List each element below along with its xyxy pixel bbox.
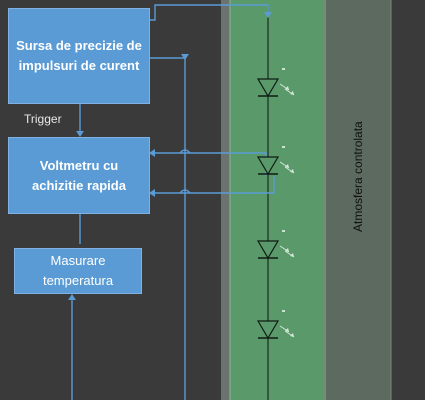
- led-3-mark: [282, 230, 285, 232]
- source-block-line2: impulsuri de curent: [18, 58, 140, 73]
- temperature-block[interactable]: Masurare temperatura: [14, 248, 142, 294]
- arrow-trigger: [76, 131, 84, 137]
- voltmeter-block-line1: Voltmetru cu: [39, 157, 119, 173]
- led-string: [256, 68, 295, 340]
- temperature-block-line1: Masurare: [50, 253, 106, 268]
- chamber-gray-zone: [326, 0, 391, 400]
- led-2-ray-head-1: [285, 164, 289, 168]
- temperature-block-line2: temperatura: [42, 273, 114, 288]
- led-3: [256, 230, 295, 260]
- led-4-mark: [282, 310, 285, 312]
- led-1-mark: [282, 68, 285, 70]
- hop-upper: [179, 149, 191, 154]
- led-4-diode: [256, 320, 280, 340]
- wire-hops: [179, 149, 191, 194]
- chamber-green-zone: [230, 0, 324, 400]
- led-2-ray-head-2: [290, 169, 294, 173]
- source-block-line1: Sursa de precizie de: [16, 38, 142, 53]
- led-4: [256, 310, 295, 340]
- led-1-ray-head-2: [290, 91, 294, 95]
- wire-source-to-leds: [150, 4, 269, 21]
- led-4-ray-head-2: [290, 333, 294, 337]
- led-3-ray-head-1: [285, 248, 289, 252]
- arrow-volt-upper: [149, 149, 155, 157]
- chamber-label: Atmosfera controlata: [351, 121, 365, 232]
- led-3-ray-head-2: [290, 253, 294, 257]
- arrow-volt-lower: [149, 189, 155, 197]
- arrowheads: [68, 12, 272, 300]
- led-2-diode: [256, 156, 280, 176]
- led-2-mark: [282, 146, 285, 148]
- arrow-source-return: [181, 54, 189, 60]
- arrow-temperature: [68, 294, 76, 300]
- hop-lower: [179, 189, 191, 194]
- led-1-diode: [256, 78, 280, 98]
- led-2: [256, 146, 295, 176]
- wire-volt-lower: [155, 176, 275, 194]
- trigger-label: Trigger: [24, 112, 62, 126]
- wire-source-return: [150, 57, 186, 400]
- led-3-diode: [256, 240, 280, 260]
- led-1-ray-head-1: [285, 86, 289, 90]
- led-4-ray-head-1: [285, 328, 289, 332]
- chamber-outer-left-strip: [221, 0, 230, 400]
- led-1: [256, 68, 295, 98]
- voltmeter-block[interactable]: Voltmetru cu achizitie rapida: [8, 137, 150, 214]
- voltmeter-block-line2: achizitie rapida: [32, 177, 126, 193]
- arrow-leds-top: [264, 12, 272, 18]
- source-block[interactable]: Sursa de precizie de impulsuri de curent: [8, 8, 150, 104]
